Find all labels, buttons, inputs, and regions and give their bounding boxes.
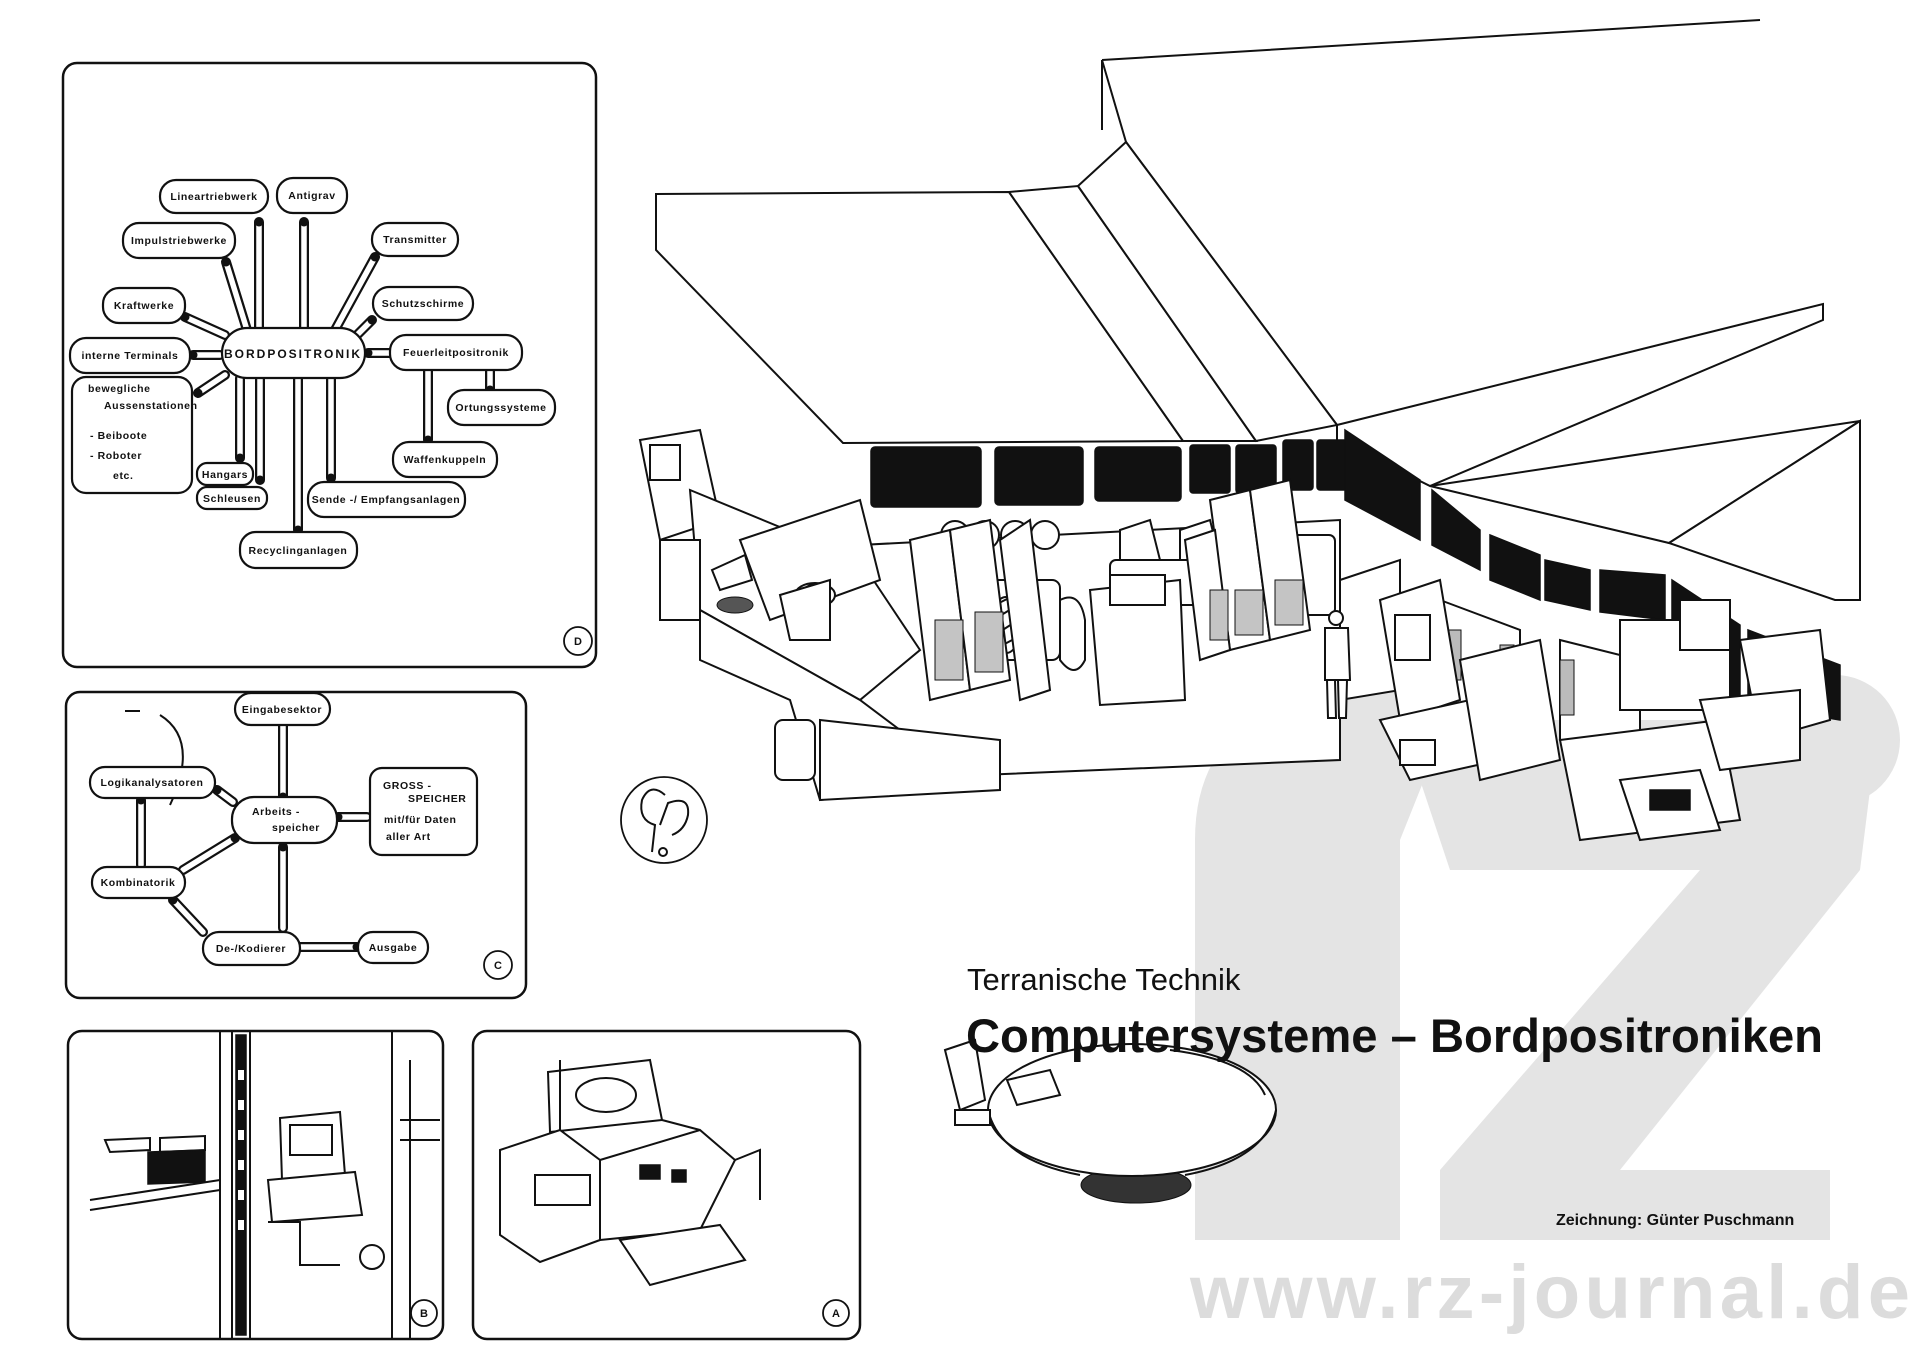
node-kraftwerke	[101, 286, 187, 325]
node-ortungssysteme	[446, 388, 557, 427]
connector-tube	[423, 365, 433, 445]
panel-b-letter: B	[420, 1308, 428, 1320]
node-label: Hangars	[202, 469, 248, 481]
connector-tube	[254, 217, 264, 335]
panel-a-letter: A	[832, 1308, 840, 1320]
connector-tube	[333, 812, 372, 822]
connector-tube	[188, 350, 225, 360]
node-label: Waffenkuppeln	[404, 454, 487, 466]
node-label: speicher	[272, 822, 320, 834]
node-label: Schleusen	[203, 493, 261, 505]
connector-tube	[330, 252, 380, 335]
node-eingabesektor	[233, 691, 332, 727]
node-antigrav	[275, 176, 349, 215]
node-label: mit/für Daten	[384, 814, 457, 826]
round-conference-table	[943, 1038, 1277, 1204]
connector-tube	[352, 315, 377, 340]
node-label: Aussenstationen	[104, 400, 198, 412]
node-label: Ortungssysteme	[455, 402, 546, 414]
connector-tube	[295, 942, 362, 952]
node-label: bewegliche	[88, 383, 151, 395]
node-impulstriebwerke	[121, 221, 237, 260]
node-label: GROSS -	[383, 780, 432, 792]
node-label: Ausgabe	[369, 942, 418, 954]
node-bordpositronik	[220, 326, 367, 380]
panel-d-badge	[563, 626, 593, 656]
illustration-credit: Zeichnung: Günter Puschmann	[1556, 1212, 1794, 1229]
connector-tube	[212, 785, 238, 807]
node-label: Lineartriebwerk	[170, 191, 257, 203]
node-label: Feuerleitpositronik	[403, 347, 509, 359]
panel-a-illustration: A	[471, 1029, 862, 1341]
connector-tube	[326, 373, 336, 483]
node-feuerleitpositronik	[388, 333, 524, 372]
command-center-illustration	[638, 19, 1861, 1204]
node-label: Arbeits -	[252, 806, 300, 818]
crew-member-figure	[1324, 610, 1352, 719]
node-transmitter	[370, 221, 460, 258]
panel-a-badge	[822, 1299, 850, 1327]
panel-d-diagram: Lineartriebwerk Antigrav Impulstriebwerk…	[61, 61, 598, 669]
watermark-url: www.rz-journal.de	[1189, 1250, 1910, 1335]
node-label: SPEICHER	[408, 793, 466, 805]
connector-tube	[278, 720, 288, 802]
node-label: Transmitter	[383, 234, 447, 246]
connector-tube	[293, 373, 303, 535]
node-label: De-/Kodierer	[216, 943, 286, 955]
connector-tube	[235, 373, 245, 463]
panel-b-badge	[410, 1299, 438, 1327]
node-label: aller Art	[386, 831, 431, 843]
node-label: Sende -/ Empfangsanlagen	[312, 494, 461, 506]
node-arbeitsspeicher	[230, 795, 339, 845]
node-label: BORDPOSITRONIK	[224, 347, 362, 361]
node-waffenkuppeln	[391, 440, 499, 479]
node-label: Logikanalysatoren	[101, 777, 204, 789]
node-label: Antigrav	[288, 190, 335, 202]
node-label: Recyclinganlagen	[249, 545, 348, 557]
panel-b-illustration: B	[66, 1029, 445, 1341]
connector-tube	[255, 373, 265, 485]
node-dekodierer	[201, 930, 302, 967]
connector-tube	[363, 348, 395, 358]
node-label: Impulstriebwerke	[131, 235, 227, 247]
panel-c-letter: C	[494, 960, 502, 972]
node-label: - Beiboote	[90, 430, 147, 442]
node-kombinatorik	[90, 865, 187, 900]
node-label: etc.	[113, 470, 134, 482]
connector-tube	[221, 257, 252, 335]
node-label: interne Terminals	[82, 350, 179, 362]
node-ausgabe	[356, 930, 430, 965]
node-label: - Roboter	[90, 450, 142, 462]
artist-signature-mark	[620, 776, 708, 864]
node-label: Schutzschirme	[382, 298, 465, 310]
connector-tube	[299, 217, 309, 335]
node-logikanalysatoren	[88, 765, 217, 800]
node-bewegliche-aussenstationen	[70, 375, 194, 495]
panel-c-badge	[483, 950, 513, 980]
node-recyclinganlagen	[238, 530, 359, 570]
connector-tube	[136, 795, 146, 870]
server-cabinets	[908, 478, 1312, 702]
connector-tube	[193, 370, 230, 398]
node-sende-empfangsanlagen	[306, 480, 467, 519]
node-schleusen	[195, 485, 269, 511]
node-label: Kraftwerke	[114, 300, 174, 312]
node-schutzschirme	[371, 285, 475, 322]
title-main: Computersysteme – Bordpositroniken	[966, 1009, 1823, 1062]
title-kicker: Terranische Technik	[967, 962, 1241, 997]
node-label: Eingabesektor	[242, 704, 322, 716]
panel-d-letter: D	[574, 636, 582, 648]
node-grossspeicher	[368, 766, 479, 857]
node-label: Kombinatorik	[101, 877, 176, 889]
panel-c-diagram: Eingabesektor Logikanalysatoren Arbeits …	[64, 690, 528, 1000]
node-interne-terminals	[68, 336, 192, 375]
connector-tube	[278, 842, 288, 933]
node-lineartriebwerk	[158, 178, 270, 215]
node-hangars	[195, 461, 255, 487]
